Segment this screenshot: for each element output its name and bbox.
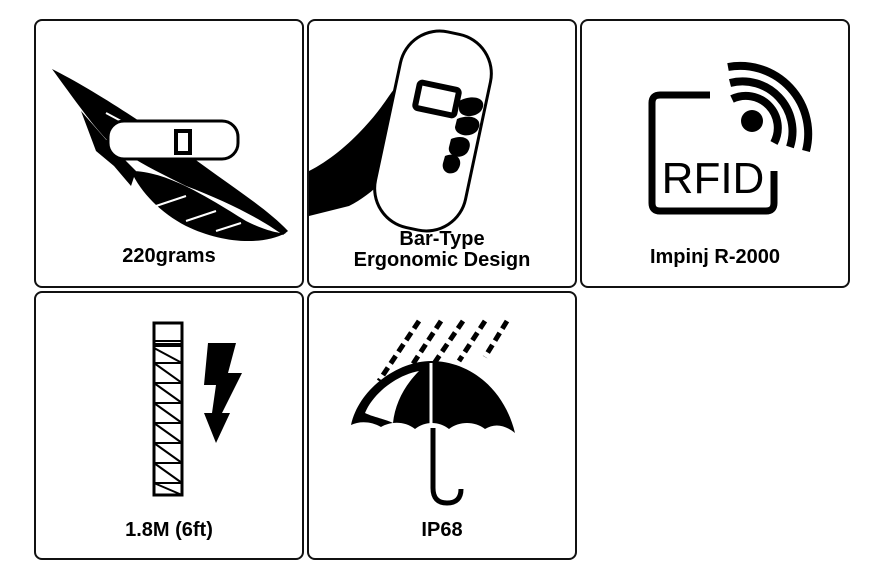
umbrella-rain-icon xyxy=(351,319,515,506)
drop-label: 1.8M (6ft) xyxy=(125,519,213,541)
weight-label: 220grams xyxy=(122,245,216,267)
card-drop: 1.8M (6ft) xyxy=(34,291,304,560)
hand-holding-scanner-icon xyxy=(309,29,493,233)
rfid-text: RFID xyxy=(662,154,765,203)
rfid-chip-icon: RFID xyxy=(648,61,813,215)
card-ip68: IP68 xyxy=(307,291,577,560)
drop-test-icon xyxy=(152,321,242,497)
card-design: Bar-Type Ergonomic Design xyxy=(307,19,577,288)
design-label-line2: Ergonomic Design xyxy=(353,249,531,271)
design-label-line1: Bar-Type xyxy=(399,228,485,250)
ip68-label: IP68 xyxy=(421,519,463,541)
rfid-label: Impinj R-2000 xyxy=(649,246,781,268)
card-weight: 220grams xyxy=(34,19,304,288)
card-rfid: RFID Impinj R-2000 xyxy=(580,19,850,288)
feather-scanner-icon xyxy=(52,69,288,242)
